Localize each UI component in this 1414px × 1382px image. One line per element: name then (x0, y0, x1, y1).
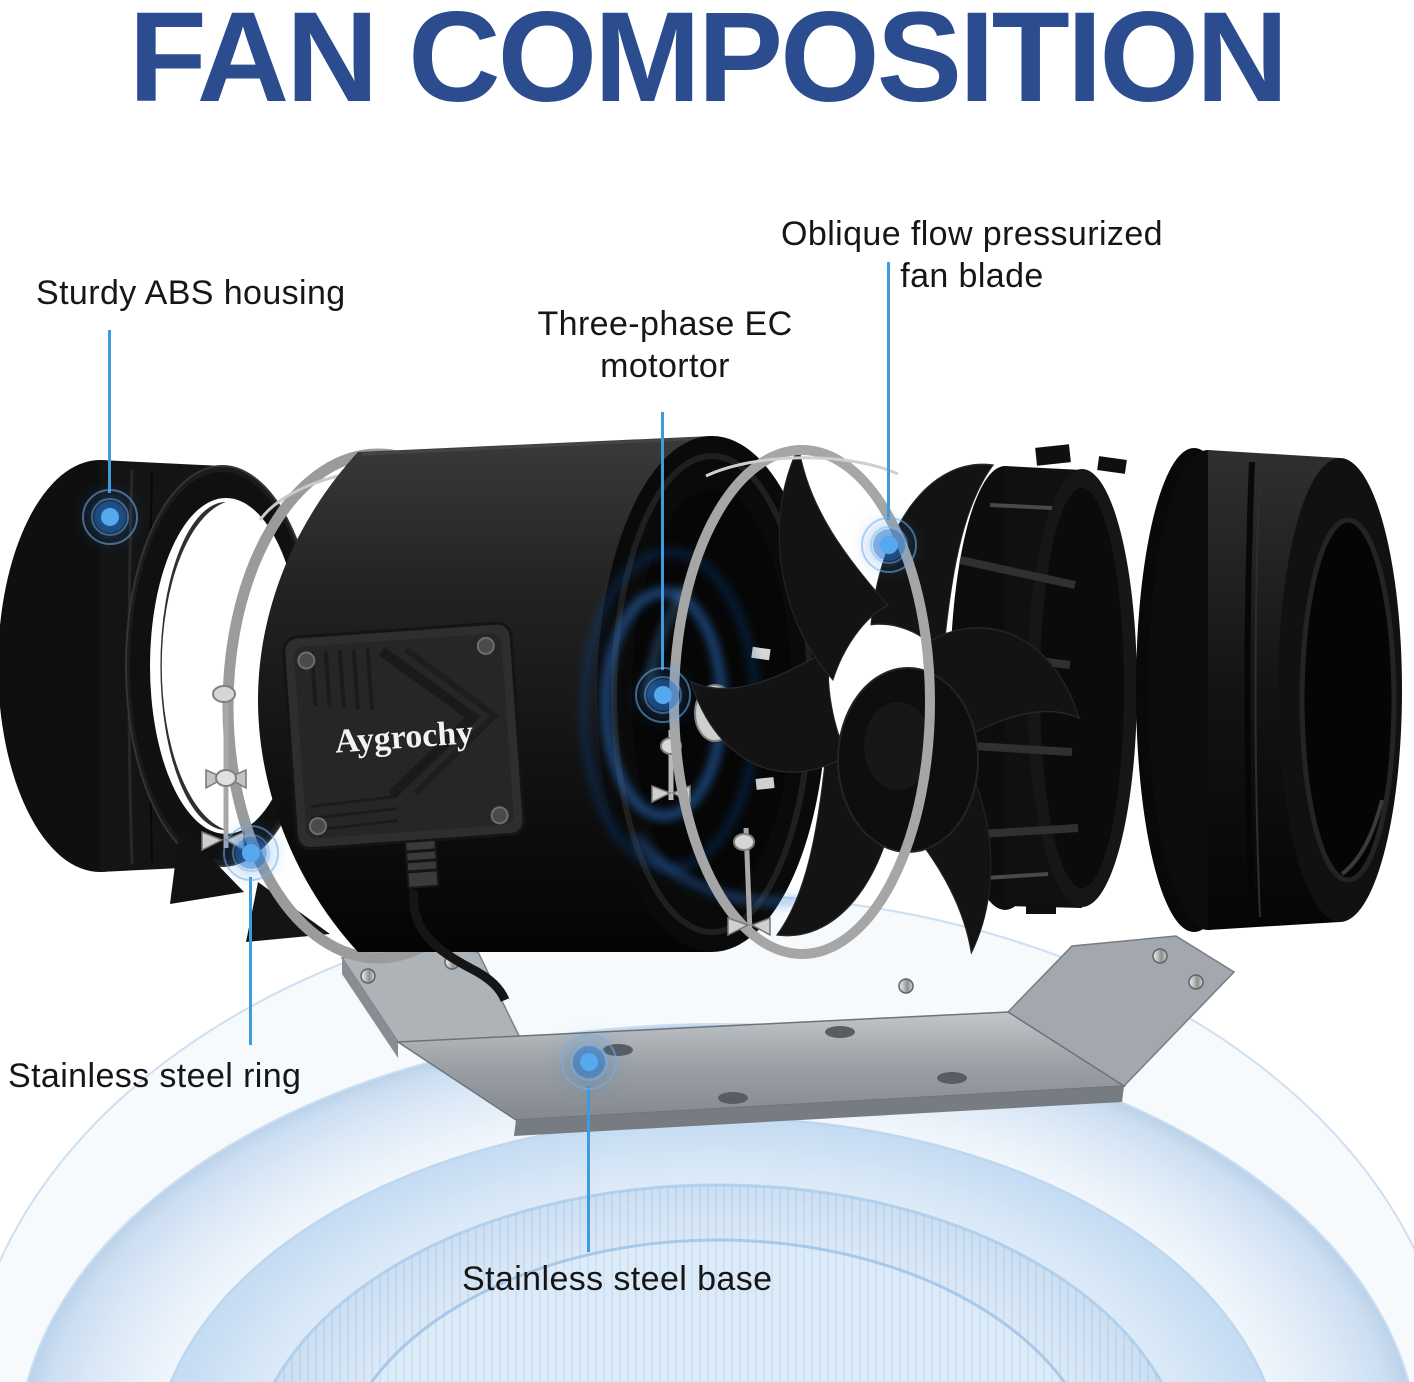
callout-line-fan-blade (887, 262, 890, 520)
label-ec-motor-line2: motortor (600, 347, 730, 385)
label-fan-blade-line1: Oblique flow pressurized (781, 215, 1163, 253)
callout-line-ec-motor (661, 412, 664, 670)
power-cable (409, 889, 510, 1002)
page-title: FAN COMPOSITION (128, 0, 1289, 129)
abs-housing-ring (0, 460, 319, 872)
label-ec-motor: Three-phase EC motortor (495, 303, 835, 387)
callout-dot-abs-housing (82, 489, 138, 545)
motor-control-box: Aygrochy (282, 621, 526, 889)
callout-line-steel-ring (249, 877, 252, 1045)
impeller (689, 445, 1081, 955)
callout-line-steel-base (587, 1086, 590, 1252)
callout-dot-ec-motor (635, 667, 691, 723)
label-ec-motor-line1: Three-phase EC (537, 305, 793, 343)
label-fan-blade-line2: fan blade (900, 257, 1044, 295)
callout-dot-fan-blade (861, 517, 917, 573)
label-abs-housing: Sturdy ABS housing (36, 274, 346, 312)
wing-nut (727, 827, 771, 937)
label-steel-base: Stainless steel base (462, 1260, 773, 1298)
callout-dot-steel-ring (223, 825, 279, 881)
box-screws (297, 636, 509, 836)
platform-ripples (0, 894, 1414, 1382)
cable-gland (404, 838, 440, 889)
label-steel-ring: Stainless steel ring (8, 1057, 302, 1095)
duct-flange-collar (1136, 448, 1402, 932)
callout-line-abs-housing (108, 330, 111, 493)
callout-dot-steel-base (561, 1034, 617, 1090)
label-fan-blade: Oblique flow pressurized fan blade (752, 213, 1192, 297)
